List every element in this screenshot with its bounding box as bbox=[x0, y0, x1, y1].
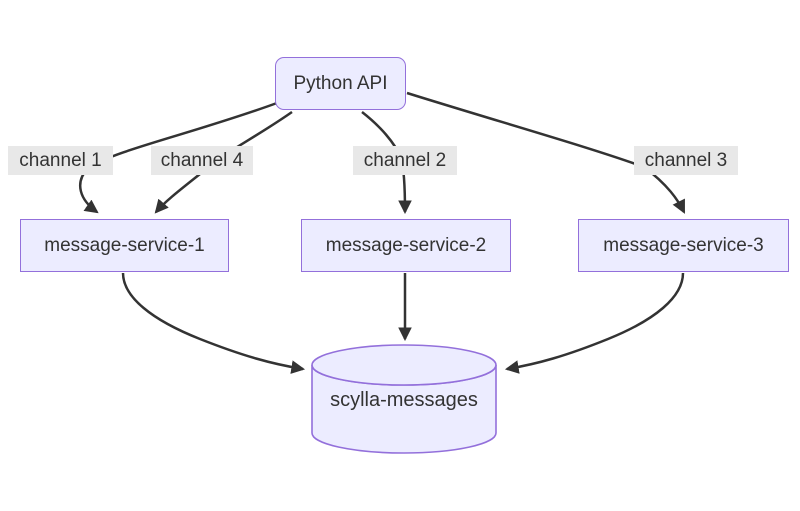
edge-service-3-to-database bbox=[504, 272, 685, 374]
edge-label-channel-2: channel 2 bbox=[353, 146, 457, 175]
edge-label-channel-2-text: channel 2 bbox=[363, 149, 447, 171]
edge-label-channel-3-text: channel 3 bbox=[644, 149, 728, 171]
node-scylla-messages-label: scylla-messages bbox=[330, 388, 478, 411]
edge-python-api-to-service-3-channel-3 bbox=[406, 91, 686, 214]
node-message-service-3-label: message-service-3 bbox=[603, 234, 764, 256]
database-cylinder bbox=[311, 344, 497, 454]
node-python-api-label: Python API bbox=[293, 72, 388, 94]
node-message-service-1-label: message-service-1 bbox=[44, 234, 205, 256]
node-message-service-1: message-service-1 bbox=[20, 219, 229, 272]
edge-label-channel-1: channel 1 bbox=[8, 146, 113, 175]
node-python-api: Python API bbox=[275, 57, 406, 110]
edge-label-channel-1-text: channel 1 bbox=[19, 149, 102, 171]
edge-label-channel-4-text: channel 4 bbox=[160, 149, 244, 171]
node-scylla-messages-label-container: scylla-messages bbox=[312, 382, 496, 418]
edge-service-1-to-database bbox=[121, 272, 306, 374]
edge-label-channel-4: channel 4 bbox=[151, 146, 253, 175]
node-message-service-2-label: message-service-2 bbox=[325, 234, 487, 256]
node-message-service-3: message-service-3 bbox=[578, 219, 789, 272]
edge-label-channel-3: channel 3 bbox=[634, 146, 738, 175]
node-message-service-2: message-service-2 bbox=[301, 219, 511, 272]
